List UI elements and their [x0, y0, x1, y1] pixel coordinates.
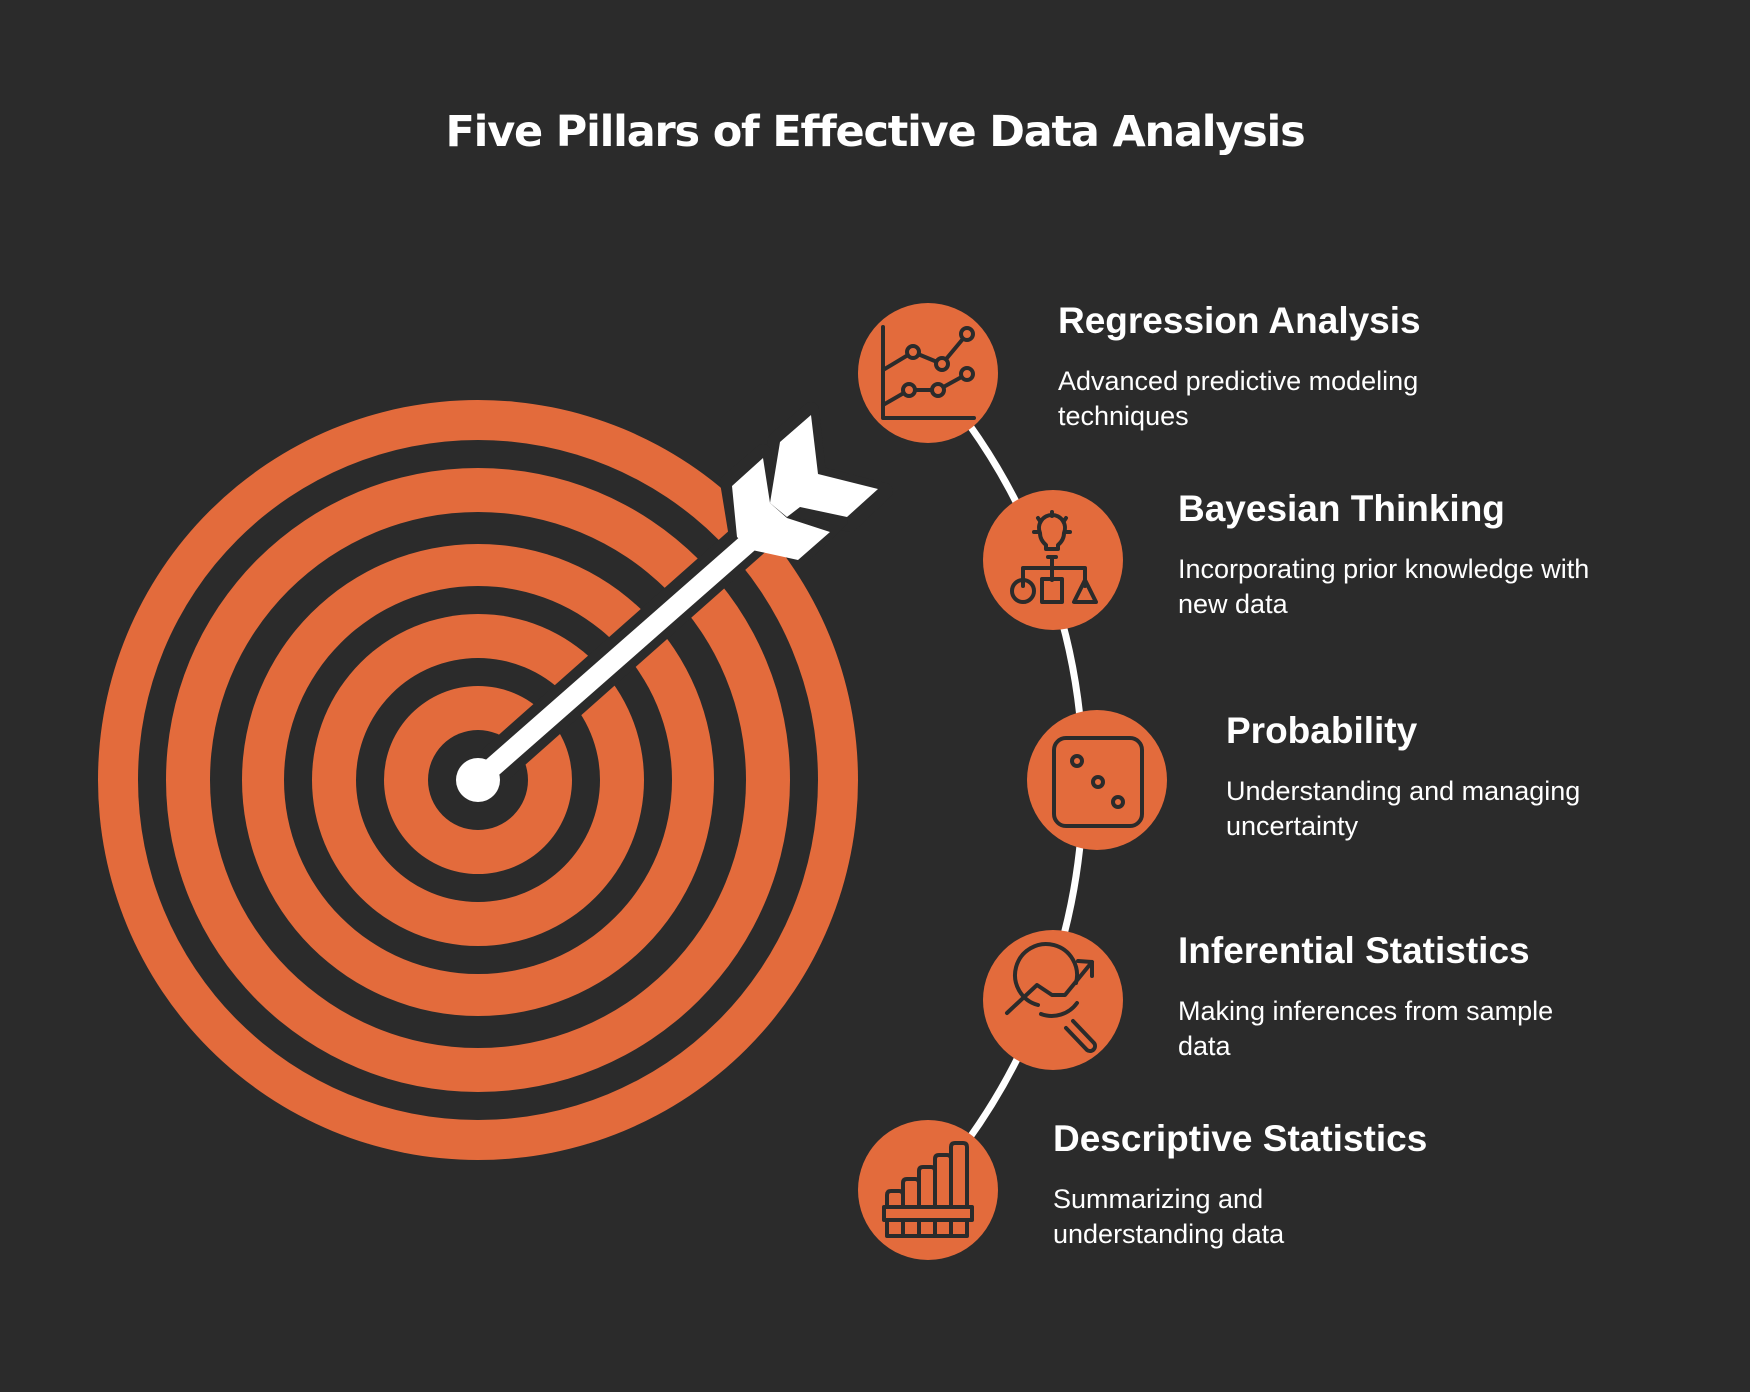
- page-title: Five Pillars of Effective Data Analysis: [445, 107, 1306, 157]
- pillar-circle-regression: [858, 303, 998, 443]
- pillar-title: Bayesian Thinking: [1178, 488, 1505, 529]
- pillar-inferential: Inferential Statistics Making inferences…: [1178, 929, 1608, 1064]
- pillar-description: Advanced predictive modeling techniques: [1058, 366, 1419, 431]
- pillar-circle-probability: [1027, 710, 1167, 850]
- line-chart-icon: [881, 325, 976, 420]
- dice-icon: [1052, 736, 1144, 828]
- pillar-description: Making inferences from sample data: [1178, 996, 1554, 1061]
- pillar-description: Summarizing and understanding data: [1053, 1184, 1285, 1249]
- pillar-title: Probability: [1226, 710, 1418, 751]
- pillar-title: Regression Analysis: [1058, 300, 1421, 341]
- pillar-descriptive: Descriptive Statistics Summarizing and u…: [1053, 1117, 1427, 1252]
- pillar-regression: Regression Analysis Advanced predictive …: [1058, 299, 1478, 434]
- pillar-bayesian: Bayesian Thinking Incorporating prior kn…: [1178, 487, 1598, 622]
- pillar-description: Understanding and managing uncertainty: [1226, 776, 1581, 841]
- pillar-circle-inferential: [983, 930, 1123, 1070]
- arrow-icon: [456, 402, 893, 802]
- pillar-title: Inferential Statistics: [1178, 930, 1530, 971]
- magnifier-trend-icon: [1005, 942, 1097, 1053]
- lightbulb-shapes-hierarchy-icon: [1010, 510, 1098, 604]
- pillar-probability: Probability Understanding and managing u…: [1226, 709, 1646, 844]
- pillar-description: Incorporating prior knowledge with new d…: [1178, 554, 1590, 619]
- bar-chart-icon: [882, 1141, 974, 1238]
- pillar-circle-descriptive: [858, 1120, 998, 1260]
- pillar-title: Descriptive Statistics: [1053, 1118, 1428, 1159]
